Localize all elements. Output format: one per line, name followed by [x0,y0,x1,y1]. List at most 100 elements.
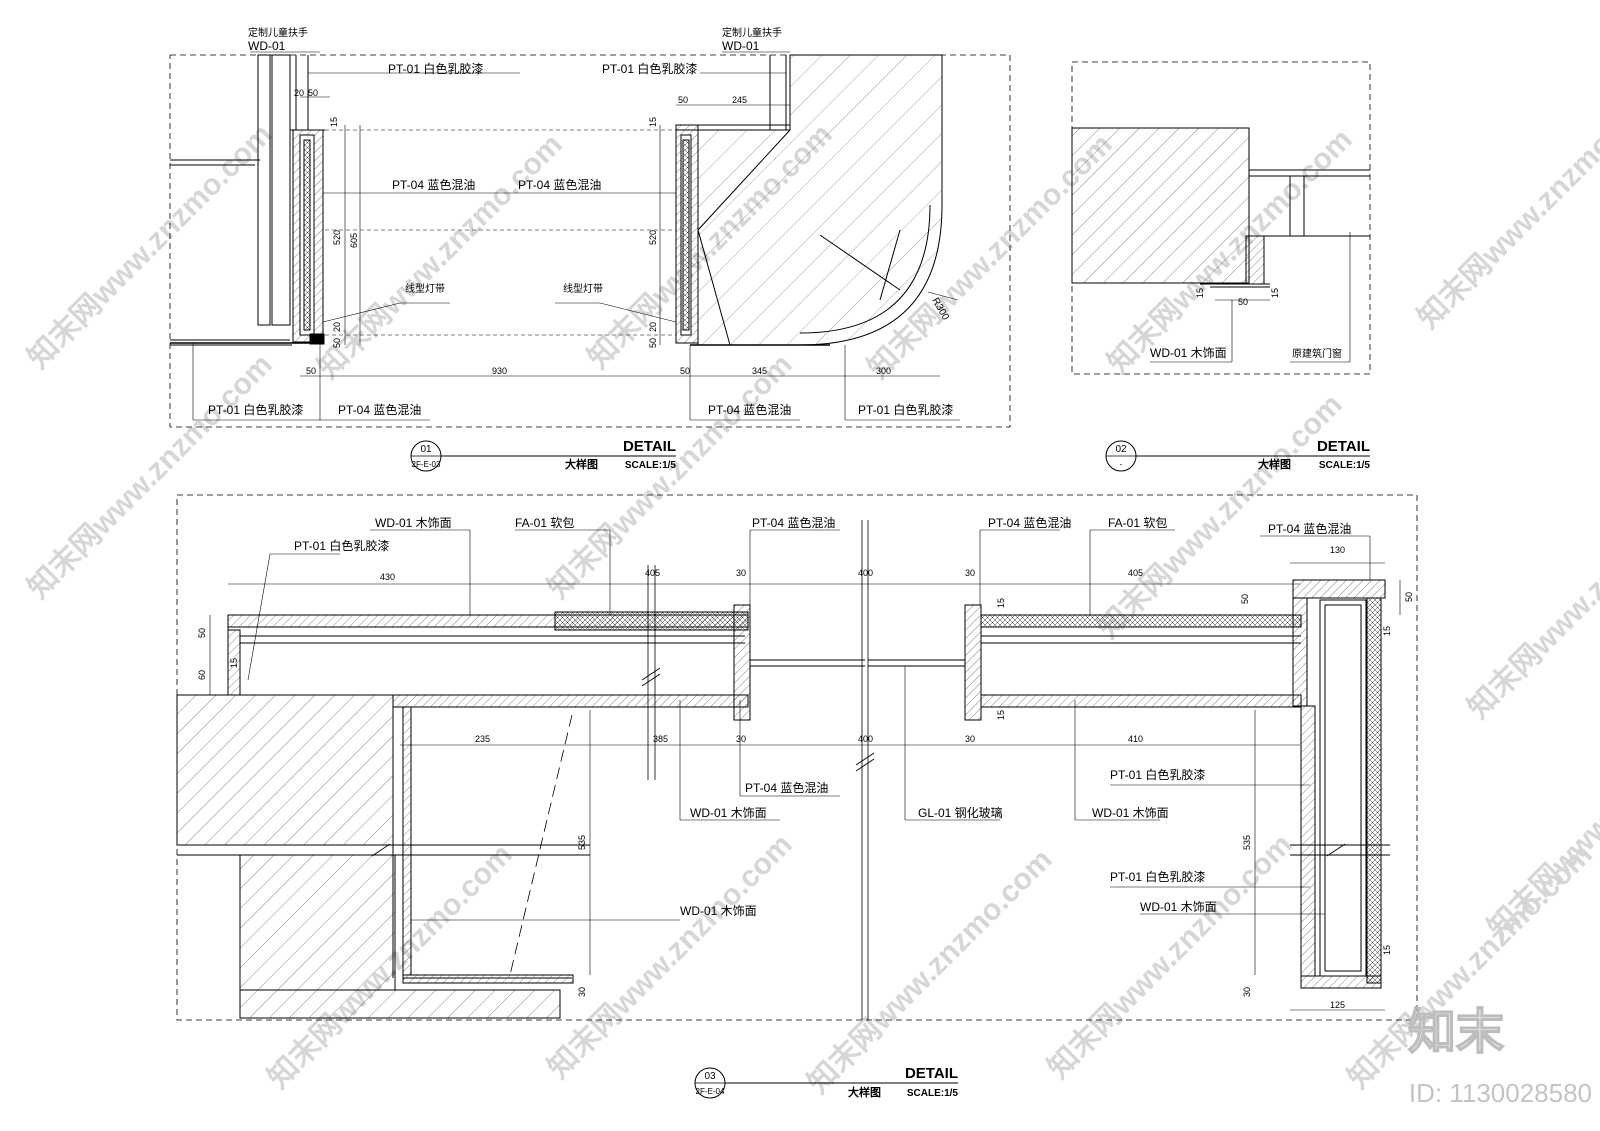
detail-03-drawing [176,494,1418,1021]
watermark-text: 知末网www.znzmo.com [802,843,1059,1100]
d01-label: WD-01 [722,39,760,53]
d01-dim: 15 [329,117,339,127]
watermark-text: 知末网www.znzmo.com [1482,688,1600,945]
d03-dim: 50 [197,628,207,638]
d01-dim: 605 [349,233,359,248]
detail-02-scale: SCALE:1/5 [1319,460,1371,471]
detail-02-wall [1071,127,1250,284]
watermark-text: 知末网www.znzmo.com [312,128,569,385]
detail-03-right-column [1292,579,1386,599]
detail-03-title: DETAIL [905,1065,958,1082]
watermark-text: 知末网www.znzmo.com [542,828,799,1085]
d01-dim: 50 [680,366,690,376]
d01-dim: 15 [648,117,658,127]
d03-label: PT-01 白色乳胶漆 [294,538,389,553]
detail-01-title: DETAIL [623,438,676,455]
d03-label: WD-01 木饰面 [1140,900,1217,914]
detail-01-subtitle: 大样图 [565,457,598,471]
detail-03-scale: SCALE:1/5 [907,1088,959,1099]
d03-dim: 15 [1382,626,1392,636]
watermark-text: 知末网www.znzmo.com [22,348,279,605]
d03-label: WD-01 木饰面 [1092,806,1169,820]
d03-label: FA-01 软包 [515,516,574,530]
detail-02-title: DETAIL [1317,438,1370,455]
d03-dim: 50 [1404,592,1414,602]
d01-label: PT-01 白色乳胶漆 [388,61,483,76]
detail-02-drawing [1071,61,1371,375]
watermark-text: 知末网www.znzmo.com [22,118,279,375]
d02-dim: 50 [1238,297,1248,307]
d03-dim: 30 [736,568,746,578]
d02-label: 原建筑门窗 [1292,347,1342,360]
detail-01-number: 01 [420,444,432,455]
detail-02-number: 02 [1115,444,1127,455]
d01-dim: 930 [492,366,507,376]
detail-03-top-finish-right [980,614,1302,628]
d03-label: WD-01 木饰面 [680,904,757,918]
d01-dim: 520 [648,230,658,245]
d03-label: PT-01 白色乳胶漆 [1110,869,1205,884]
d03-dim: 235 [475,734,490,744]
d01-dim: 50 [648,338,658,348]
d01-dim: 345 [752,366,767,376]
d03-dim: 535 [577,835,587,850]
d01-dim: 50 [332,338,342,348]
d01-dim: 50 [306,366,316,376]
d01-label: PT-04 蓝色混油 [338,403,421,417]
d03-dim: 30 [1242,987,1252,997]
d01-dim: 50 [678,95,688,105]
d01-dim: 20 [332,322,342,332]
d03-dim: 405 [645,568,660,578]
d01-label: 线型灯带 [563,282,603,295]
d01-label: 定制儿童扶手 [722,26,782,39]
d01-label: PT-01 白色乳胶漆 [208,402,303,417]
d03-dim: 15 [1382,945,1392,955]
d03-dim: 15 [996,598,1006,608]
d03-dim: 385 [653,734,668,744]
d03-dim: 130 [1330,545,1345,555]
detail-01-title-block: 01 2F-E-03 DETAIL 大样图 SCALE:1/5 [410,438,677,472]
d03-dim: 535 [1242,835,1252,850]
watermark-text: 知末网www.znzmo.com [542,348,799,605]
d03-label: FA-01 软包 [1108,516,1167,530]
detail-03-subtitle: 大样图 [848,1085,881,1099]
d03-dim: 15 [229,658,239,668]
d02-label: WD-01 木饰面 [1150,346,1227,360]
d03-label: PT-04 蓝色混油 [752,516,835,530]
d03-dim: 30 [965,734,975,744]
detail-03-hatch-upper [176,694,394,846]
d01-dim: 20 [294,88,304,98]
d01-dim: 20 [648,322,658,332]
d03-dim: 400 [858,568,873,578]
detail-01-frame [169,54,1011,428]
d03-dim: 60 [197,670,207,680]
d03-label: WD-01 木饰面 [690,806,767,820]
d01-label: PT-04 蓝色混油 [392,178,475,192]
d01-label: 定制儿童扶手 [248,26,308,39]
detail-01-scale: SCALE:1/5 [625,460,677,471]
detail-03-frame [176,494,1418,1021]
image-id: ID: 1130028580 [1409,1078,1592,1108]
d03-label: PT-04 蓝色混油 [1268,522,1351,536]
d01-dim: 50 [308,88,318,98]
d01-label: 线型灯带 [405,282,445,295]
detail-03-ref: 2F-E-04 [696,1087,725,1096]
d03-label: PT-04 蓝色混油 [745,781,828,795]
d02-dim: 15 [1270,288,1280,298]
d01-label: PT-01 白色乳胶漆 [602,61,697,76]
d01-dim: 245 [732,95,747,105]
detail-03-number: 03 [704,1071,716,1082]
d03-dim: 50 [1240,594,1250,604]
detail-02-title-block: 02 - DETAIL 大样图 SCALE:1/5 [1105,438,1371,472]
d03-dim: 430 [380,572,395,582]
d03-dim: 125 [1330,1000,1345,1010]
d03-label: PT-04 蓝色混油 [988,516,1071,530]
detail-03-hatch-lower [239,854,396,991]
watermark-brand: 知末 ID: 1130028580 [1407,1003,1592,1108]
d03-dim: 400 [858,734,873,744]
d01-dim: 300 [876,366,891,376]
detail-01-drawing [169,51,1011,428]
detail-02-subtitle: 大样图 [1258,457,1291,471]
d03-label: PT-01 白色乳胶漆 [1110,767,1205,782]
